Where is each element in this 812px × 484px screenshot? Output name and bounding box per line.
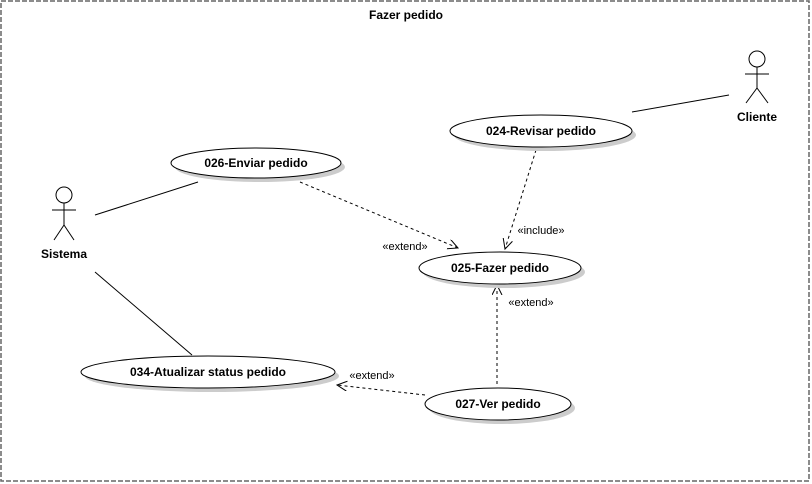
actor-label: Sistema xyxy=(41,247,87,261)
use-case-revisar-pedido[interactable]: 024-Revisar pedido xyxy=(449,114,636,151)
use-case-label: 025-Fazer pedido xyxy=(451,261,549,275)
use-case-ver-pedido[interactable]: 027-Ver pedido xyxy=(424,387,575,424)
actor-cliente[interactable]: Cliente xyxy=(737,50,777,124)
use-case-enviar-pedido[interactable]: 026-Enviar pedido xyxy=(170,147,345,182)
use-case-fazer-pedido[interactable]: 025-Fazer pedido xyxy=(418,251,585,288)
stick-figure-icon xyxy=(52,186,76,241)
extend-arrow-ver-atualizar xyxy=(337,385,426,396)
diagram-title: Fazer pedido xyxy=(369,8,443,22)
extend-label-ver-atualizar: «extend» xyxy=(349,370,394,382)
use-case-label: 026-Enviar pedido xyxy=(204,156,307,170)
extend-label-enviar-fazer: «extend» xyxy=(382,241,427,253)
extend-label-ver-fazer: «extend» xyxy=(508,297,553,309)
extend-arrow-enviar-fazer xyxy=(299,181,458,248)
actor-sistema[interactable]: Sistema xyxy=(41,186,87,261)
use-case-atualizar-status-pedido[interactable]: 034-Atualizar status pedido xyxy=(80,355,339,392)
association-sistema-atualizar xyxy=(94,271,193,356)
include-arrow-revisar-fazer xyxy=(505,149,537,249)
association-cliente-revisar xyxy=(631,94,730,113)
use-case-label: 034-Atualizar status pedido xyxy=(130,365,286,379)
use-case-label: 024-Revisar pedido xyxy=(486,124,596,138)
include-label-revisar-fazer: «include» xyxy=(517,225,564,237)
actor-label: Cliente xyxy=(737,110,777,124)
stick-figure-icon xyxy=(745,50,769,104)
use-case-label: 027-Ver pedido xyxy=(455,397,540,411)
association-sistema-enviar xyxy=(94,181,199,216)
